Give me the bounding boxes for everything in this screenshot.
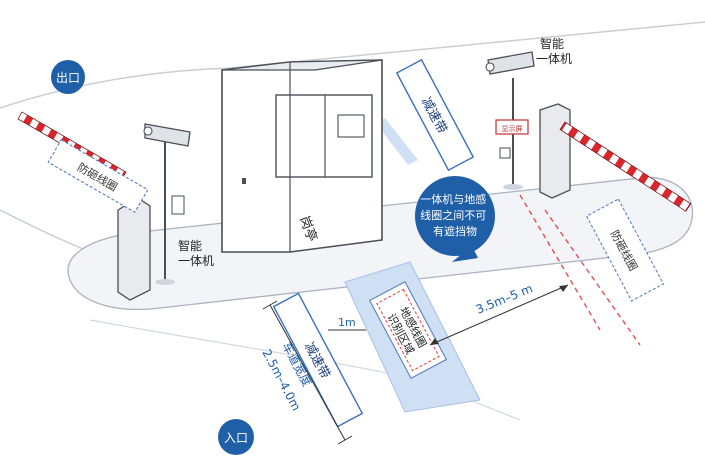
barrier-right [539, 103, 692, 212]
callout-line1: 一体机与地感 [420, 192, 486, 206]
booth-monitor [337, 114, 365, 138]
gap-1m-label: 1m [338, 316, 356, 329]
camera-left [143, 123, 191, 285]
camera-right-line1: 智能 [540, 36, 564, 51]
speed-bump-top-bed [376, 118, 418, 165]
exit-badge: 出口 [51, 60, 85, 94]
camera-right-label: 智能 一体机 [536, 36, 572, 66]
booth: 岗亭 [221, 59, 383, 253]
guide-line-right-1 [519, 194, 601, 331]
loop-coil: 地感线圈 识别区域 [368, 281, 448, 379]
callout-bubble: 一体机与地感 线圈之间不可 有遮挡物 [415, 176, 495, 262]
camera-right-line2: 一体机 [536, 52, 572, 66]
distance-dimension: 3.5m–5 m [429, 281, 569, 346]
camera-left-label: 智能 一体机 [178, 238, 214, 268]
entrance-badge: 入口 [218, 419, 254, 455]
distance-label: 3.5m–5 m [474, 281, 535, 316]
anti-smash-left: 防砸线圈 [47, 138, 149, 214]
camera-left-line2: 一体机 [178, 254, 214, 268]
display-sign: 显示屏 [495, 119, 529, 159]
guide-line-right-2 [544, 209, 641, 346]
speed-bump-top: 减速带 [395, 58, 475, 172]
traffic-island [67, 176, 694, 311]
camera-left-line1: 智能 [178, 238, 202, 253]
callout-text: 一体机与地感 线圈之间不可 有遮挡物 [420, 192, 490, 238]
exit-badge-label: 出口 [56, 71, 80, 85]
road-outline-top [0, 21, 705, 109]
display-sign-label: 显示屏 [502, 125, 523, 133]
callout-line2: 线圈之间不可 [420, 208, 486, 222]
callout-line3: 有遮挡物 [433, 224, 477, 238]
entrance-badge-label: 入口 [224, 431, 248, 445]
